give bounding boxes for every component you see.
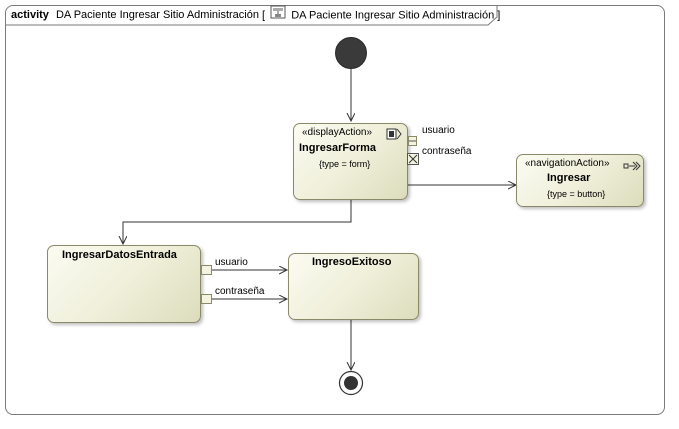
ingresarforma-tagged-value: {type = form} [319, 159, 371, 169]
frame-bracket-open: [ [262, 9, 266, 22]
action-ingresar[interactable]: «navigationAction» Ingresar {type = butt… [516, 154, 644, 207]
frame-tab-shape [5, 5, 498, 26]
action-ingresoexitoso[interactable]: IngresoExitoso [288, 253, 419, 320]
navigation-action-icon [623, 161, 641, 171]
pin-label-ingresardatos-contrasena: contraseña [215, 286, 265, 297]
ingresardatosentrada-name: IngresarDatosEntrada [62, 249, 177, 261]
pin-ingresardatos-usuario[interactable] [201, 265, 212, 275]
ingresarforma-stereotype: «displayAction» [302, 127, 373, 138]
frame-header: activity DA Paciente Ingresar Sitio Admi… [5, 5, 510, 25]
pin-expansion-icon [407, 153, 419, 165]
activity-final-node[interactable] [338, 370, 364, 396]
diagram-icon [270, 5, 286, 26]
action-ingresardatosentrada[interactable]: IngresarDatosEntrada [47, 245, 201, 323]
ingresoexitoso-name: IngresoExitoso [312, 256, 392, 268]
ingresar-name: Ingresar [547, 172, 591, 184]
frame-keyword: activity [11, 9, 49, 22]
ingresarforma-name: IngresarForma [299, 142, 377, 154]
ingresar-stereotype: «navigationAction» [525, 158, 610, 169]
flow-ingresarforma-to-ingresardatos [123, 200, 352, 244]
frame-activity-name: DA Paciente Ingresar Sitio Administració… [55, 9, 259, 22]
initial-node[interactable] [334, 36, 368, 70]
frame-diagram-name: DA Paciente Ingresar Sitio Administració… [291, 9, 495, 22]
ingresar-tagged-value: {type = button} [547, 189, 606, 199]
pin-label-ingresarforma-contrasena: contraseña [422, 146, 472, 157]
pin-arrow-icon [409, 140, 416, 142]
pin-label-ingresarforma-usuario: usuario [422, 125, 455, 136]
action-ingresarforma[interactable]: «displayAction» IngresarForma {type = fo… [293, 123, 408, 200]
display-action-icon [386, 128, 402, 140]
frame-bracket-close: ] [497, 9, 501, 22]
pin-label-ingresardatos-usuario: usuario [215, 257, 248, 268]
pin-ingresardatos-contrasena[interactable] [201, 294, 212, 304]
activity-frame [5, 5, 665, 415]
